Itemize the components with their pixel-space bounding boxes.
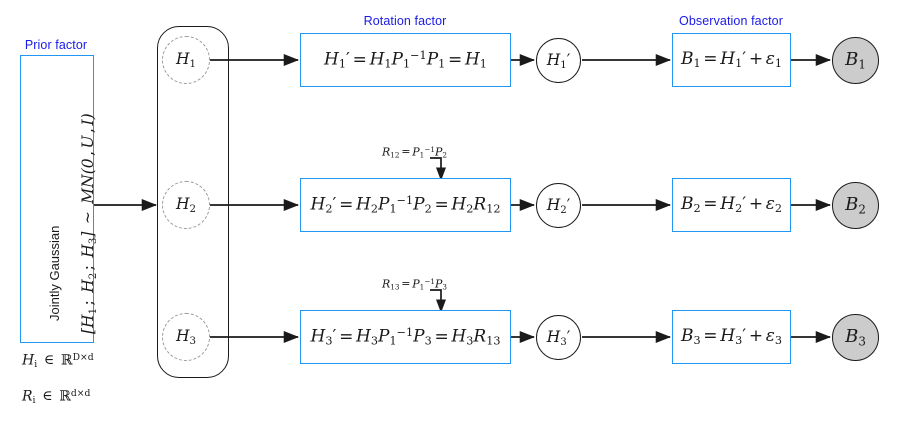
observed-node-b2[interactable]: B2 [832,182,879,229]
arrow-note-r12 [430,157,447,181]
latent-node-h3[interactable]: H3 [162,313,210,361]
legend-item-h: Hi ∈ ℝD×d [22,352,94,370]
prior-factor-title: Prior factor [24,38,88,52]
rotation-factor-box-1[interactable]: H1′=H1P1−1P1=H1 [300,33,511,87]
observation-factor-box-1[interactable]: B1=H1′+ε1 [672,33,791,87]
latent-node-h3-label: H3 [175,327,197,347]
rotation-factor-box-3[interactable]: H3′=H3P1−1P3=H3R13 [300,310,511,364]
rotation-note-r13: R13=P1−1P3 [382,277,447,292]
observation-factor-box-2[interactable]: B2=H2′+ε2 [672,178,791,232]
prior-jointly-gaussian-label: Jointly Gaussian [47,225,62,321]
latent-variable-plate [157,26,229,378]
observation-equation-3: B3=H3′+ε3 [680,326,783,348]
arrow-note-r13 [430,289,447,313]
rotated-node-h2-label: H2′ [546,195,571,216]
observed-node-b2-label: B2 [845,194,866,217]
rotated-node-h3[interactable]: H3′ [536,315,581,360]
observation-equation-2: B2=H2′+ε2 [680,194,783,216]
prior-distribution-formula: [H1; H2; H3] ~ MN(0,U,I) [79,113,99,334]
latent-node-h2[interactable]: H2 [162,181,210,229]
rotation-equation-3: H3′=H3P1−1P3=H3R13 [310,326,501,348]
observation-equation-1: B1=H1′+ε1 [680,49,783,71]
rotation-factor-box-2[interactable]: H2′=H2P1−1P2=H2R12 [300,178,511,232]
observed-node-b3-label: B3 [845,326,866,349]
latent-node-h2-label: H2 [175,195,197,215]
rotated-node-h3-label: H3′ [546,327,571,348]
rotated-node-h2[interactable]: H2′ [536,183,581,228]
observed-node-b3[interactable]: B3 [832,314,879,361]
rotation-note-r12: R12=P1−1P2 [382,145,447,160]
legend-item-r: Ri ∈ ℝd×d [22,388,91,406]
observed-node-b1-label: B1 [845,49,866,72]
observed-node-b1[interactable]: B1 [832,37,879,84]
rotation-equation-1: H1′=H1P1−1P1=H1 [324,49,487,71]
rotated-node-h1-label: H1′ [546,50,571,71]
rotated-node-h1[interactable]: H1′ [536,38,581,83]
observation-factor-box-3[interactable]: B3=H3′+ε3 [672,310,791,364]
prior-factor-box[interactable]: Jointly Gaussian [H1; H2; H3] ~ MN(0,U,I… [20,55,99,343]
rotation-equation-2: H2′=H2P1−1P2=H2R12 [310,194,501,216]
latent-node-h1[interactable]: H1 [162,36,210,84]
observation-factor-title: Observation factor [679,14,783,28]
latent-node-h1-label: H1 [175,50,197,70]
rotation-factor-title: Rotation factor [363,14,447,28]
